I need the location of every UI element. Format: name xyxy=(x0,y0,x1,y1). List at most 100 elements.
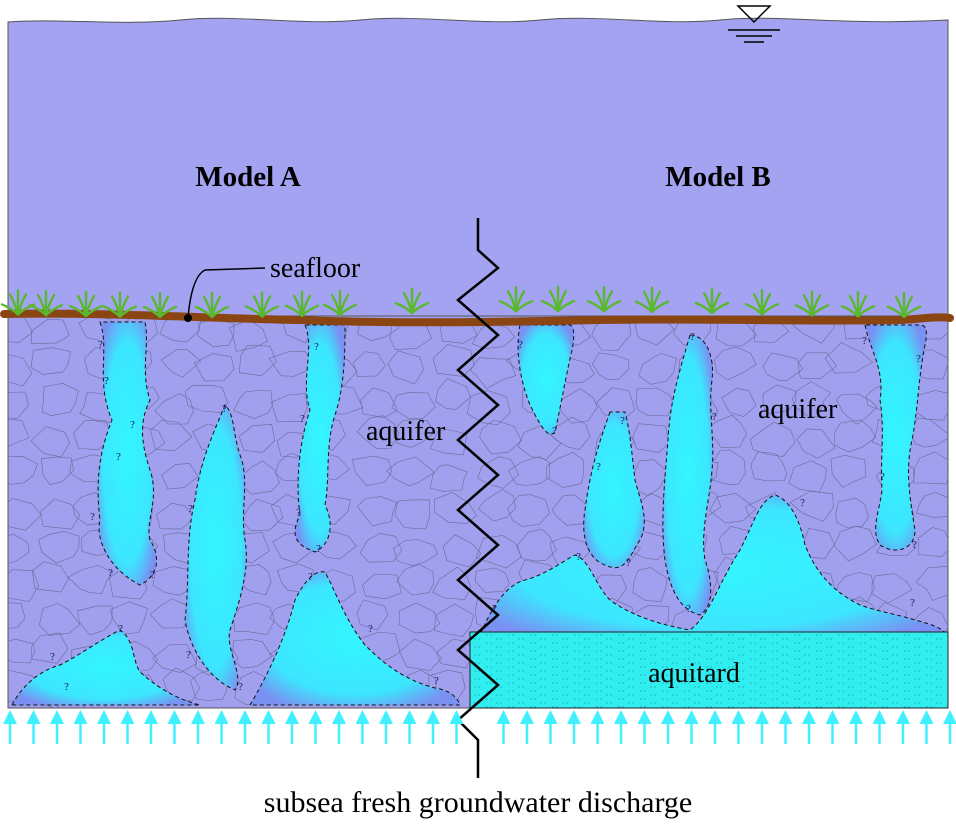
sediment-grain xyxy=(915,566,948,601)
sediment-grain xyxy=(434,492,477,524)
upward-arrow-icon xyxy=(3,710,17,744)
question-mark: ? xyxy=(222,403,227,415)
question-mark: ? xyxy=(296,507,301,519)
upward-arrow-icon xyxy=(872,710,887,744)
sediment-grain xyxy=(356,599,389,631)
question-mark: ? xyxy=(880,471,885,483)
water-level-triangle-icon xyxy=(728,5,780,43)
sediment-grain xyxy=(30,318,70,345)
sediment-grain xyxy=(393,539,438,567)
sediment-grain xyxy=(917,527,948,558)
sediment-grain xyxy=(8,354,33,387)
sediment-grain xyxy=(193,353,235,382)
upward-arrow-icon xyxy=(614,710,628,744)
sediment-grain xyxy=(238,424,276,453)
question-mark: ? xyxy=(712,411,717,423)
question-mark: ? xyxy=(64,681,69,693)
sediment-grain xyxy=(31,632,69,664)
seagrass-icon xyxy=(244,291,280,318)
question-mark: ? xyxy=(686,603,691,615)
discharge-label: subsea fresh groundwater discharge xyxy=(264,786,692,819)
plume-b2 xyxy=(583,411,645,568)
model-divider-zigzag xyxy=(456,218,500,778)
upward-arrow-icon xyxy=(708,710,722,744)
sediment-grain xyxy=(632,567,668,602)
plume-a2 xyxy=(184,404,247,691)
sediment-grain xyxy=(435,378,471,410)
seagrass-icon xyxy=(794,290,830,317)
seagrass-icon xyxy=(394,287,430,315)
upward-arrow-icon xyxy=(426,710,440,744)
sediment-grain xyxy=(352,455,393,486)
sediment-grain xyxy=(788,460,827,493)
upward-arrow-icon xyxy=(402,710,417,744)
seagrass-icon xyxy=(886,291,922,319)
seagrass-icon xyxy=(744,289,780,316)
upward-arrow-icon xyxy=(849,710,863,744)
model-a-label: Model A xyxy=(195,161,301,193)
sediment-grain xyxy=(8,602,26,629)
question-mark: ? xyxy=(576,551,581,563)
question-mark: ? xyxy=(186,649,191,661)
seagrass-icon xyxy=(102,291,138,318)
sediment-grain xyxy=(721,387,757,418)
aquifer-label-b: aquifer xyxy=(758,394,838,425)
upward-arrow-icon xyxy=(567,710,581,744)
upward-arrow-icon xyxy=(520,710,534,744)
sediment-grain xyxy=(361,573,402,600)
plume-a5 xyxy=(249,571,461,706)
sediment-grain xyxy=(762,352,804,382)
aquitard-label: aquitard xyxy=(648,658,740,689)
sediment-grain xyxy=(546,452,585,488)
plume-b4 xyxy=(864,324,927,551)
upward-arrow-icon xyxy=(379,710,393,744)
sediment-grain xyxy=(477,488,516,522)
upward-arrow-icon xyxy=(144,710,158,744)
sediment-grain xyxy=(635,387,674,417)
upward-arrow-icon xyxy=(919,710,934,744)
question-mark: ? xyxy=(862,335,867,347)
sediment-grain xyxy=(152,644,197,673)
question-mark: ? xyxy=(188,503,193,515)
sediment-grain xyxy=(8,455,38,485)
upward-arrow-icon-row xyxy=(3,710,956,744)
sediment-grain xyxy=(356,496,398,527)
sediment-grain xyxy=(475,567,510,593)
sediment-grain xyxy=(913,451,948,485)
sediment-grain xyxy=(824,342,874,374)
sediment-grain xyxy=(592,352,630,380)
upward-arrow-icon xyxy=(802,710,816,744)
sediment-grain xyxy=(8,638,35,664)
upward-arrow-icon xyxy=(191,710,205,744)
sediment-grain xyxy=(31,561,69,593)
seagrass-icon xyxy=(142,291,178,319)
sediment-grain xyxy=(283,318,315,344)
seagrass-icon xyxy=(694,287,730,315)
sediment-grain xyxy=(197,318,235,348)
sediment-grain xyxy=(154,393,194,425)
sediment-grain xyxy=(39,603,81,636)
upward-arrow-icon xyxy=(120,710,135,744)
upward-arrow-icon xyxy=(778,710,793,744)
sediment-grain xyxy=(393,418,436,448)
sediment-grain xyxy=(149,419,193,452)
sediment-grain xyxy=(797,352,838,379)
upward-arrow-icon xyxy=(261,710,276,744)
question-mark: ? xyxy=(90,511,95,523)
sediment-grain xyxy=(77,605,113,636)
sediment-grain xyxy=(432,344,475,377)
sediment-grain xyxy=(38,531,80,564)
upward-arrow-icon xyxy=(825,710,840,744)
sediment-grain xyxy=(429,429,468,456)
sediment-grain xyxy=(442,534,482,568)
sediment-grain xyxy=(789,490,834,522)
sediment-grain xyxy=(8,498,42,531)
sediment-grain xyxy=(477,456,520,489)
sediment-grain xyxy=(159,318,202,343)
sediment-grain xyxy=(714,346,757,381)
sediment-grain xyxy=(41,382,79,417)
upward-arrow-icon xyxy=(896,710,910,744)
plume-b1 xyxy=(517,324,575,435)
sediment-grain xyxy=(229,319,268,352)
uncertainty-question-marks: ????????????????????????????????????? xyxy=(50,331,921,693)
